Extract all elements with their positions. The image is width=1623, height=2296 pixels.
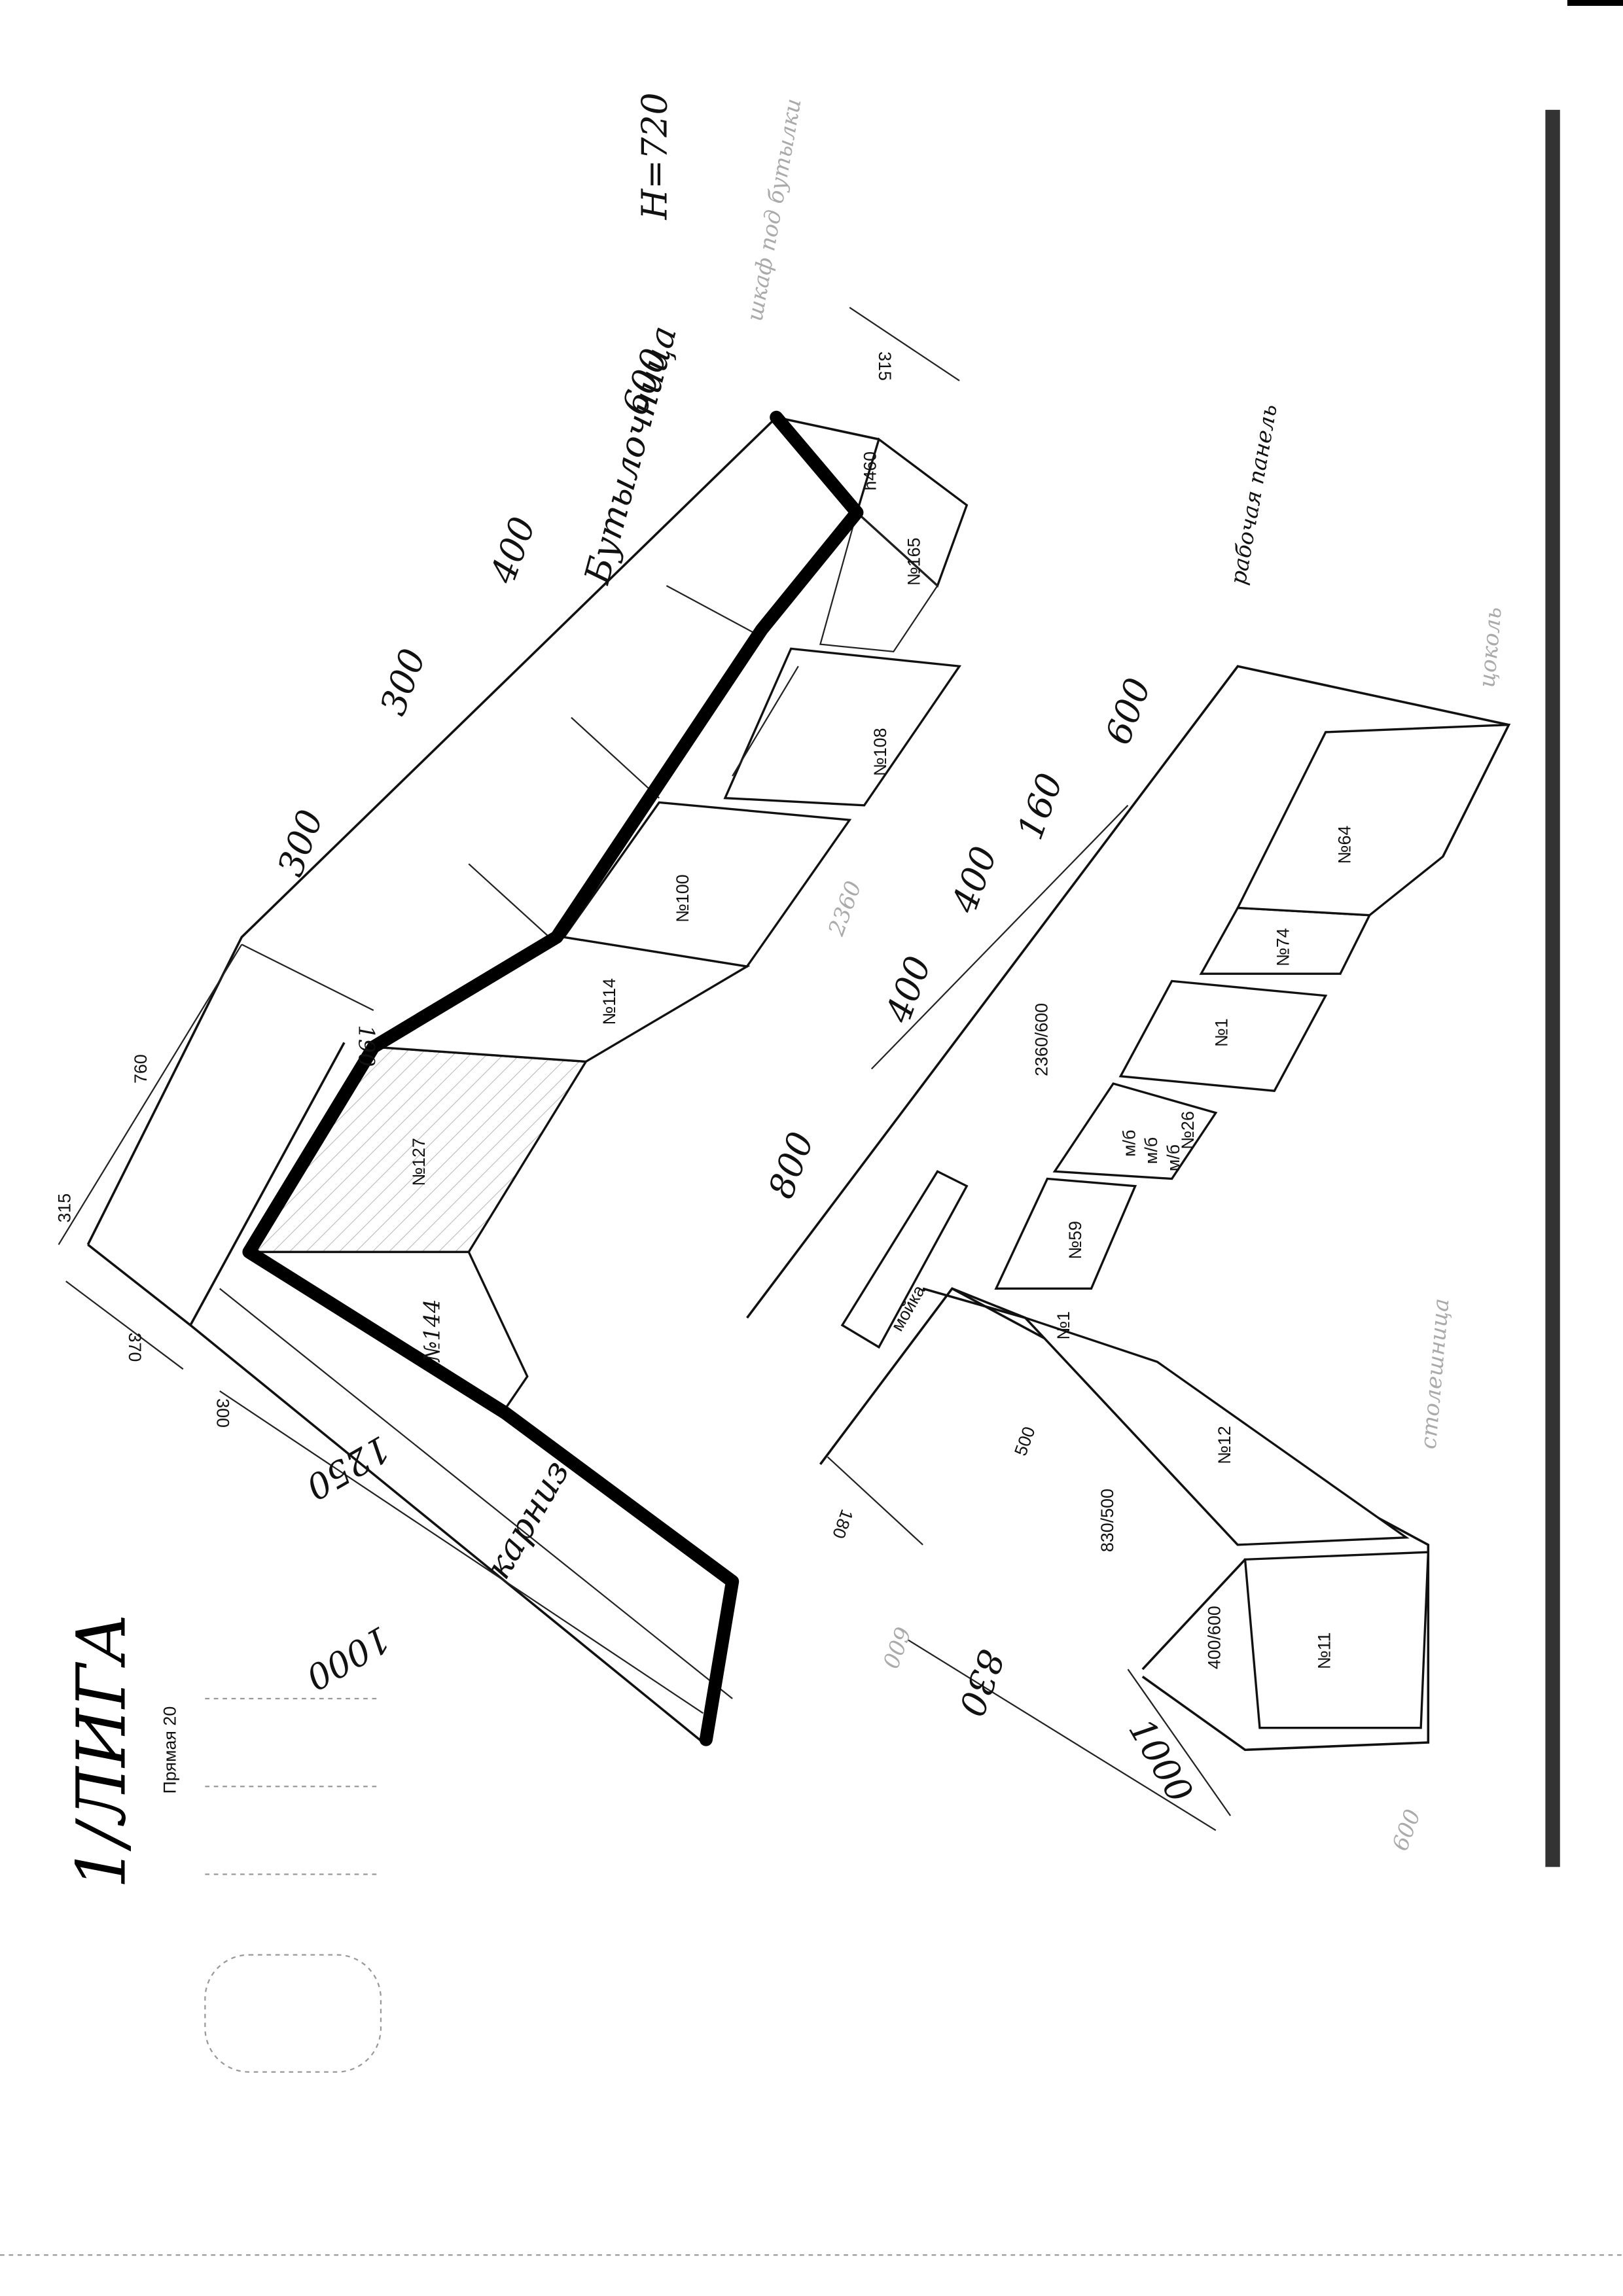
drawing-subtitle: Прямая 20	[160, 1706, 180, 1794]
dim-800: 800	[760, 1127, 822, 1204]
module-11	[1243, 1551, 1430, 1729]
dim-370: 370	[125, 1332, 145, 1362]
bottle-cab-note: шкаф под бутылки	[741, 97, 806, 323]
size-400-600: 400/600	[1204, 1606, 1224, 1669]
label-11: №11	[1314, 1633, 1334, 1670]
label-1-corner: №1	[1054, 1311, 1073, 1340]
dim-300b: 300	[270, 804, 331, 881]
label-mb2: м/б	[1141, 1137, 1161, 1164]
dim-830: 830	[950, 1644, 1012, 1722]
label-12: №12	[1215, 1426, 1234, 1464]
dim-400b: 400	[943, 841, 1005, 919]
lower-cabinets	[746, 665, 1511, 1831]
contour-line	[242, 410, 864, 1746]
height-note: Н=720	[633, 92, 675, 220]
module-108	[723, 647, 962, 807]
module-64	[1236, 723, 1511, 917]
dim-300c: 300	[372, 643, 434, 720]
label-h460: h460	[860, 451, 880, 491]
scan-edge	[1545, 109, 1560, 1867]
cornice-note: карниз	[477, 1453, 577, 1586]
size-830-500: 830/500	[1097, 1489, 1117, 1552]
label-100: №100	[673, 874, 692, 923]
upper-cabinets	[58, 307, 969, 1746]
dim-1000-lower: 1000	[1120, 1712, 1201, 1810]
dim-315: 315	[54, 1193, 74, 1223]
dim-400: 400	[482, 512, 544, 590]
dim-400a: 400	[877, 951, 939, 1029]
label-74: №74	[1274, 928, 1293, 966]
dim-1250: 1250	[299, 1428, 397, 1508]
module-100	[562, 801, 852, 968]
dim-315b: 315	[875, 351, 895, 381]
dim-2360: 2360	[823, 877, 866, 940]
label-mb1: м/б	[1120, 1130, 1139, 1157]
module-1	[1118, 980, 1328, 1092]
size-2360-600: 2360/600	[1031, 1003, 1051, 1076]
faint-note-2: цоколь	[1474, 606, 1507, 688]
faint-note-1: столешница	[1416, 1298, 1454, 1451]
label-114: №114	[599, 978, 619, 1025]
dim-600c: 600	[1387, 1806, 1426, 1854]
dim-160: 160	[1009, 768, 1071, 845]
dim-300a: 300	[213, 1398, 232, 1428]
dim-1000: 1000	[299, 1618, 397, 1699]
label-64: №64	[1335, 826, 1355, 864]
stamp-frame	[204, 1954, 382, 2073]
label-165: №165	[904, 538, 924, 586]
label-mb3: м/б	[1164, 1144, 1183, 1171]
scan-edge-top	[1567, 0, 1623, 6]
label-59: №59	[1065, 1221, 1085, 1260]
panel-note: рабочая панель	[1225, 402, 1282, 587]
dim-600: 600	[1097, 673, 1158, 750]
dim-190: 190	[353, 1025, 379, 1067]
sink-area	[840, 1170, 969, 1349]
label-127: №127	[409, 1138, 429, 1186]
dim-600b: 600	[877, 1623, 916, 1672]
dim-180: 180	[829, 1507, 857, 1541]
module-59	[994, 1177, 1137, 1290]
drawing-title: 1/ЛИГА	[62, 1613, 141, 1889]
label-1: №1	[1212, 1018, 1232, 1047]
dim-760: 760	[131, 1054, 151, 1084]
drawers-mb	[1052, 1082, 1218, 1180]
label-26: №26	[1178, 1111, 1198, 1150]
module-12	[1024, 1316, 1410, 1546]
dim-500: 500	[1010, 1424, 1039, 1458]
label-108: №108	[870, 728, 890, 776]
label-144: №144	[419, 1299, 444, 1363]
